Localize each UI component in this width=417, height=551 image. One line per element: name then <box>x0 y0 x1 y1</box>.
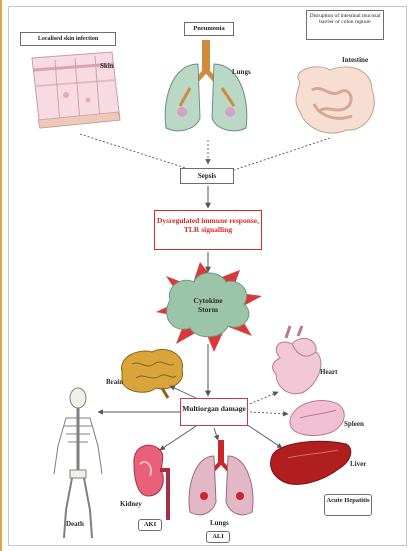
death-label: Death <box>66 520 84 528</box>
arrow-to-heart <box>250 392 278 404</box>
pneumonia-box: Pneumonia <box>184 22 234 36</box>
pneumonia-label: Pneumonia <box>193 25 224 32</box>
ali-lungs-box: ALI <box>206 531 230 543</box>
skin-infection-box: Localised skin infection <box>20 32 116 46</box>
arrow-to-kidney <box>160 426 196 450</box>
arrow-to-brain <box>170 386 196 398</box>
disruption-label: Disruption of intestinal mucosal barrier… <box>310 13 381 25</box>
lungs-top-illustration <box>165 40 247 131</box>
immune-response-box: Dysregulated immune response, TLR signal… <box>154 210 262 250</box>
aki-kidney-label: AKI <box>144 521 156 528</box>
disruption-box: Disruption of intestinal mucosal barrier… <box>306 10 384 40</box>
cytokine-storm-label: Cytokine Storm <box>190 297 226 314</box>
spleen-label: Spleen <box>344 420 364 428</box>
spleen-illustration <box>290 401 344 436</box>
arrow-intestine-to-sepsis <box>228 138 330 172</box>
acute-hepatitis-box: Acute Hepatitis <box>324 494 372 516</box>
multiorgan-damage-box: Multiorgan damage <box>180 398 248 426</box>
liver-illustration <box>271 441 351 484</box>
brain-label: Brain <box>106 378 123 386</box>
kidney-illustration <box>134 445 168 520</box>
acute-hepatitis-label: Acute Hepatitis <box>326 497 369 504</box>
arrow-skin-to-sepsis <box>80 134 198 172</box>
heart-illustration <box>273 326 321 394</box>
intestine-illustration <box>296 67 374 133</box>
sepsis-label: Sepsis <box>198 172 216 180</box>
arrow-to-spleen <box>250 412 288 414</box>
immune-response-label: Dysregulated immune response, TLR signal… <box>157 216 259 234</box>
skin-label: Skin <box>100 62 114 70</box>
heart-label: Heart <box>320 368 338 376</box>
lungs-bottom-illustration <box>189 440 253 515</box>
skeleton-illustration <box>54 388 102 538</box>
aki-kidney-box: AKI <box>138 519 162 531</box>
arrow-to-liver <box>246 424 282 448</box>
lungs-bottom-label: Lungs <box>210 519 229 527</box>
lungs-top-label: Lungs <box>232 68 251 76</box>
ali-lungs-label: ALI <box>212 533 224 540</box>
brain-illustration <box>122 349 183 398</box>
intestine-label: Intestine <box>342 56 368 64</box>
arrow-to-lungs-bottom <box>214 428 218 440</box>
liver-label: Liver <box>350 460 366 468</box>
sepsis-box: Sepsis <box>180 168 234 184</box>
skin-infection-label: Localised skin infection <box>38 36 98 42</box>
kidney-label: Kidney <box>120 500 142 508</box>
multiorgan-damage-label: Multiorgan damage <box>182 404 246 413</box>
